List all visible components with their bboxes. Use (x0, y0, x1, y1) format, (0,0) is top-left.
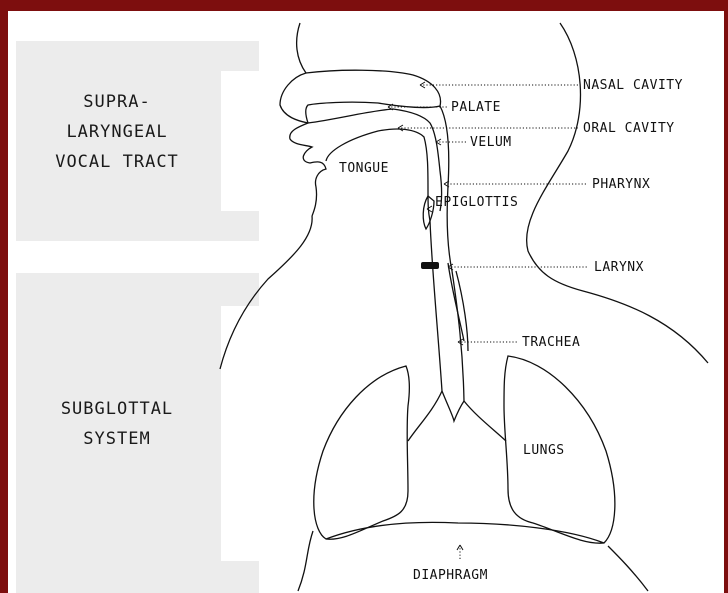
diagram-frame: SUPRA- LARYNGEAL VOCAL TRACT SUBGLOTTAL … (8, 11, 724, 593)
svg-text:EPIGLOTTIS: EPIGLOTTIS (435, 195, 518, 210)
neck-front (220, 216, 312, 369)
label-larynx: LARYNX (448, 260, 644, 275)
nasal-cavity-outline (306, 70, 441, 123)
svg-text:NASAL CAVITY: NASAL CAVITY (583, 78, 683, 93)
trachea-left (430, 221, 442, 391)
diaphragm-line (326, 522, 604, 543)
svg-text:TONGUE: TONGUE (339, 161, 389, 176)
svg-text:VELUM: VELUM (470, 135, 512, 150)
label-nasal-cavity: NASAL CAVITY (420, 78, 683, 93)
label-palate: PALATE (388, 100, 501, 115)
trachea-right (452, 271, 464, 401)
bronchi (408, 391, 506, 441)
neck-back (527, 23, 708, 363)
label-pharynx: PHARYNX (444, 177, 650, 192)
label-trachea: TRACHEA (458, 335, 580, 350)
esophagus-left (448, 263, 464, 341)
svg-text:LUNGS: LUNGS (523, 443, 565, 458)
label-epiglottis: EPIGLOTTIS (427, 195, 518, 212)
label-diaphragm: DIAPHRAGM (413, 545, 488, 583)
svg-text:PHARYNX: PHARYNX (592, 177, 650, 192)
label-tongue: TONGUE (339, 161, 389, 176)
svg-text:ORAL CAVITY: ORAL CAVITY (583, 121, 675, 136)
svg-text:LARYNX: LARYNX (594, 260, 644, 275)
svg-text:TRACHEA: TRACHEA (522, 335, 580, 350)
label-lungs: LUNGS (523, 443, 565, 458)
label-oral-cavity: ORAL CAVITY (398, 121, 675, 136)
vocal-folds (421, 262, 439, 269)
svg-text:DIAPHRAGM: DIAPHRAGM (413, 568, 488, 583)
left-lung (314, 366, 410, 539)
svg-text:PALATE: PALATE (451, 100, 501, 115)
palate-outline (308, 109, 442, 211)
vocal-tract-diagram: NASAL CAVITY PALATE ORAL CAVITY VELUM TO… (8, 11, 724, 593)
face-profile (280, 23, 326, 216)
